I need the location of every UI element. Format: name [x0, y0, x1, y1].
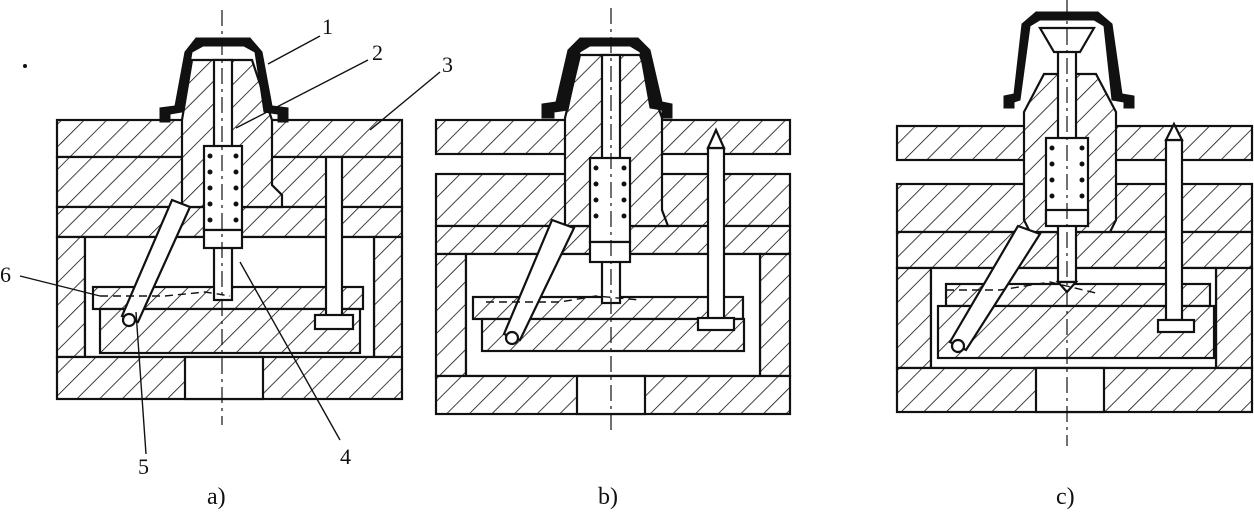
inclined-rod-a: [120, 198, 192, 324]
molded-part-b: [541, 37, 673, 119]
return-pin-c: [1164, 138, 1184, 322]
caption-a: a): [207, 484, 226, 510]
right-wall-c: [1214, 266, 1254, 370]
leader-6: [19, 275, 101, 297]
inclined-rod-tip-a: [121, 312, 137, 328]
return-pin-head-a: [313, 313, 355, 331]
leader-4: [239, 261, 341, 441]
return-pin-tip-b: [706, 127, 726, 150]
slide-path-c: [946, 281, 1101, 295]
return-pin-b: [706, 146, 726, 322]
part-number-5: 5: [138, 454, 149, 479]
part-number-3: 3: [442, 52, 453, 77]
molded-part-a: [159, 37, 289, 123]
right-wall-b: [758, 252, 792, 378]
return-pin-head-b: [696, 316, 736, 332]
ejector-plate-a: [98, 307, 362, 355]
part-number-4: 4: [340, 444, 351, 469]
view-b: b): [434, 8, 792, 510]
knockout-hole-c: [1034, 366, 1106, 414]
view-c: c): [895, 0, 1254, 510]
leader-1: [267, 35, 321, 65]
left-wall-a: [55, 235, 87, 359]
left-wall-c: [895, 266, 933, 370]
inclined-rod-tip-c: [950, 338, 966, 354]
molded-part-c: [1003, 11, 1135, 109]
spring-coil-icon: [207, 153, 239, 223]
rod-head-a: [202, 228, 244, 250]
spring-coil-icon: [593, 165, 627, 219]
spring-coil-icon: [1049, 145, 1085, 199]
view-a: 1 2 3 4 5 6 a): [0, 10, 453, 510]
inclined-rod-b: [502, 218, 576, 342]
rod-head-b: [588, 240, 632, 264]
caption-b: b): [598, 484, 618, 510]
return-pin-head-c: [1156, 318, 1196, 334]
part-number-2: 2: [372, 40, 383, 65]
leader-2: [235, 59, 369, 129]
knockout-hole-a: [183, 355, 265, 401]
part-number-6: 6: [0, 262, 11, 287]
right-wall-a: [372, 235, 404, 359]
leader-5: [135, 311, 147, 455]
return-pin-a: [324, 155, 344, 319]
slide-path-a: [100, 291, 231, 297]
return-pin-tip-c: [1164, 121, 1184, 142]
stray-dot: [23, 64, 27, 68]
caption-c: c): [1056, 484, 1075, 510]
left-wall-b: [434, 252, 468, 378]
inclined-rod-tip-b: [504, 330, 520, 346]
inclined-rod-c: [948, 224, 1042, 352]
part-number-1: 1: [322, 14, 333, 39]
slide-path-b: [486, 295, 641, 303]
leader-3: [369, 71, 441, 131]
